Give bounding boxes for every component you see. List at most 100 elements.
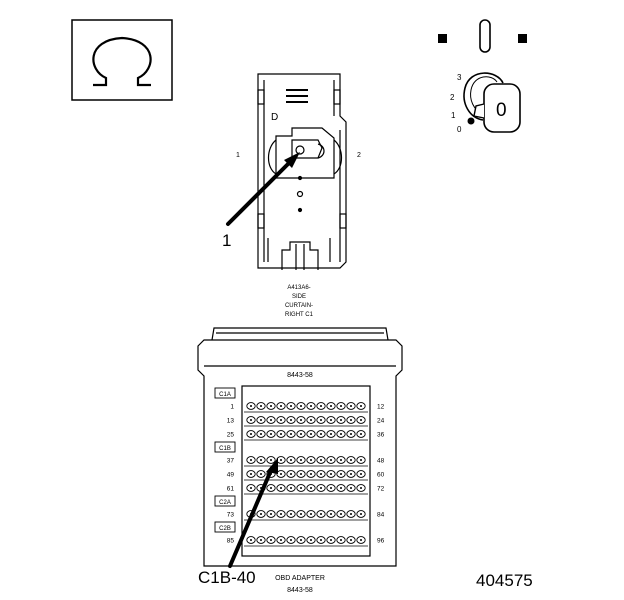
pin-jack (246, 402, 256, 410)
pin-jack-center (290, 405, 292, 407)
pin-jack (346, 484, 356, 492)
pin-jack (346, 456, 356, 464)
pin-jack (256, 536, 266, 544)
pin-jack-center (260, 419, 262, 421)
pin-jack-center (360, 405, 362, 407)
svg-text:A413A6-: A413A6- (287, 285, 310, 291)
pin-jack-center (320, 513, 322, 515)
pin-jack (296, 416, 306, 424)
pin-jack-center (350, 433, 352, 435)
pin-jack (326, 510, 336, 518)
pin-jack (286, 510, 296, 518)
pin-jack-center (320, 433, 322, 435)
pin-jack-center (320, 539, 322, 541)
pin-jack-center (330, 473, 332, 475)
pin-jack-center (250, 459, 252, 461)
pin-jack-center (350, 459, 352, 461)
pin-jack-center (320, 487, 322, 489)
pin-jack (306, 510, 316, 518)
pin-jack-center (330, 487, 332, 489)
pin-jack (306, 484, 316, 492)
pin-jack-center (360, 433, 362, 435)
pin-jack-center (270, 419, 272, 421)
pin-jack-center (280, 539, 282, 541)
pin-jack (296, 536, 306, 544)
pin-jack-center (340, 405, 342, 407)
right-pin-number: 60 (377, 472, 385, 479)
right-pin-number: 72 (377, 486, 385, 493)
pin-jack (296, 430, 306, 438)
pin-jack (316, 402, 326, 410)
pin-jack-center (290, 433, 292, 435)
callout-arrow-1 (226, 152, 300, 226)
pin-jack-center (300, 539, 302, 541)
pin-jack-center (360, 419, 362, 421)
group-label: C1A (219, 392, 231, 398)
ignition-position-2: 2 (450, 93, 455, 102)
svg-text:D: D (271, 112, 278, 123)
pin-jack (326, 484, 336, 492)
pin-jack (276, 470, 286, 478)
pin-jack (356, 470, 366, 478)
pin-jack-center (330, 539, 332, 541)
pin-jack (286, 402, 296, 410)
svg-text:8443-58: 8443-58 (287, 587, 313, 594)
pin-jack-center (310, 459, 312, 461)
pin-jack (276, 536, 286, 544)
pin-jack-center (350, 487, 352, 489)
pin-jack (246, 430, 256, 438)
right-pin-number: 96 (377, 538, 385, 545)
pin-jack-center (280, 433, 282, 435)
pin-jack-center (340, 513, 342, 515)
breakout-part-number: 8443-58 (287, 372, 313, 379)
pin-jack (346, 470, 356, 478)
pin-jack (256, 430, 266, 438)
callout-pin-label: C1B-40 (198, 568, 256, 587)
pin-jack-center (250, 539, 252, 541)
pin-jack (296, 510, 306, 518)
left-pin-number: 37 (227, 458, 235, 465)
pin-jack (316, 536, 326, 544)
pin-jack-center (290, 419, 292, 421)
right-pin-number: 48 (377, 458, 385, 465)
left-pin-number: 1 (230, 404, 234, 411)
callout-arrow-c1b-40 (228, 458, 278, 568)
pin-jack-center (340, 459, 342, 461)
connector-drawing: D (257, 73, 347, 270)
pin-jack (246, 470, 256, 478)
pin-jack (286, 536, 296, 544)
pin-jack-center (320, 473, 322, 475)
pin-jack-center (360, 513, 362, 515)
pin-jack-center (300, 433, 302, 435)
pin-jack (316, 470, 326, 478)
pin-jack (356, 430, 366, 438)
pin-jack-center (360, 539, 362, 541)
pin-jack-center (280, 473, 282, 475)
pin-jack (276, 484, 286, 492)
pin-jack-center (280, 487, 282, 489)
adapter-caption: OBD ADAPTER 8443-58 (275, 575, 325, 594)
pin-jack-center (300, 473, 302, 475)
pin-jack (256, 402, 266, 410)
pin-jack-center (260, 513, 262, 515)
pin-jack (266, 416, 276, 424)
pin-jack (246, 484, 256, 492)
pin-jack-center (320, 459, 322, 461)
pin-jack-center (320, 419, 322, 421)
ignition-position-3: 3 (457, 73, 462, 82)
group-label-box (214, 387, 236, 399)
pin-jack (276, 416, 286, 424)
pin-jack-center (320, 405, 322, 407)
pin-jack-center (330, 513, 332, 515)
pin-jack (346, 402, 356, 410)
pin-jack-center (270, 433, 272, 435)
pin-jack-center (260, 539, 262, 541)
pin-jack (316, 416, 326, 424)
pin-jack (346, 430, 356, 438)
pin-jack-center (360, 473, 362, 475)
right-pin-number: 84 (377, 512, 385, 519)
pin-jack-center (340, 419, 342, 421)
